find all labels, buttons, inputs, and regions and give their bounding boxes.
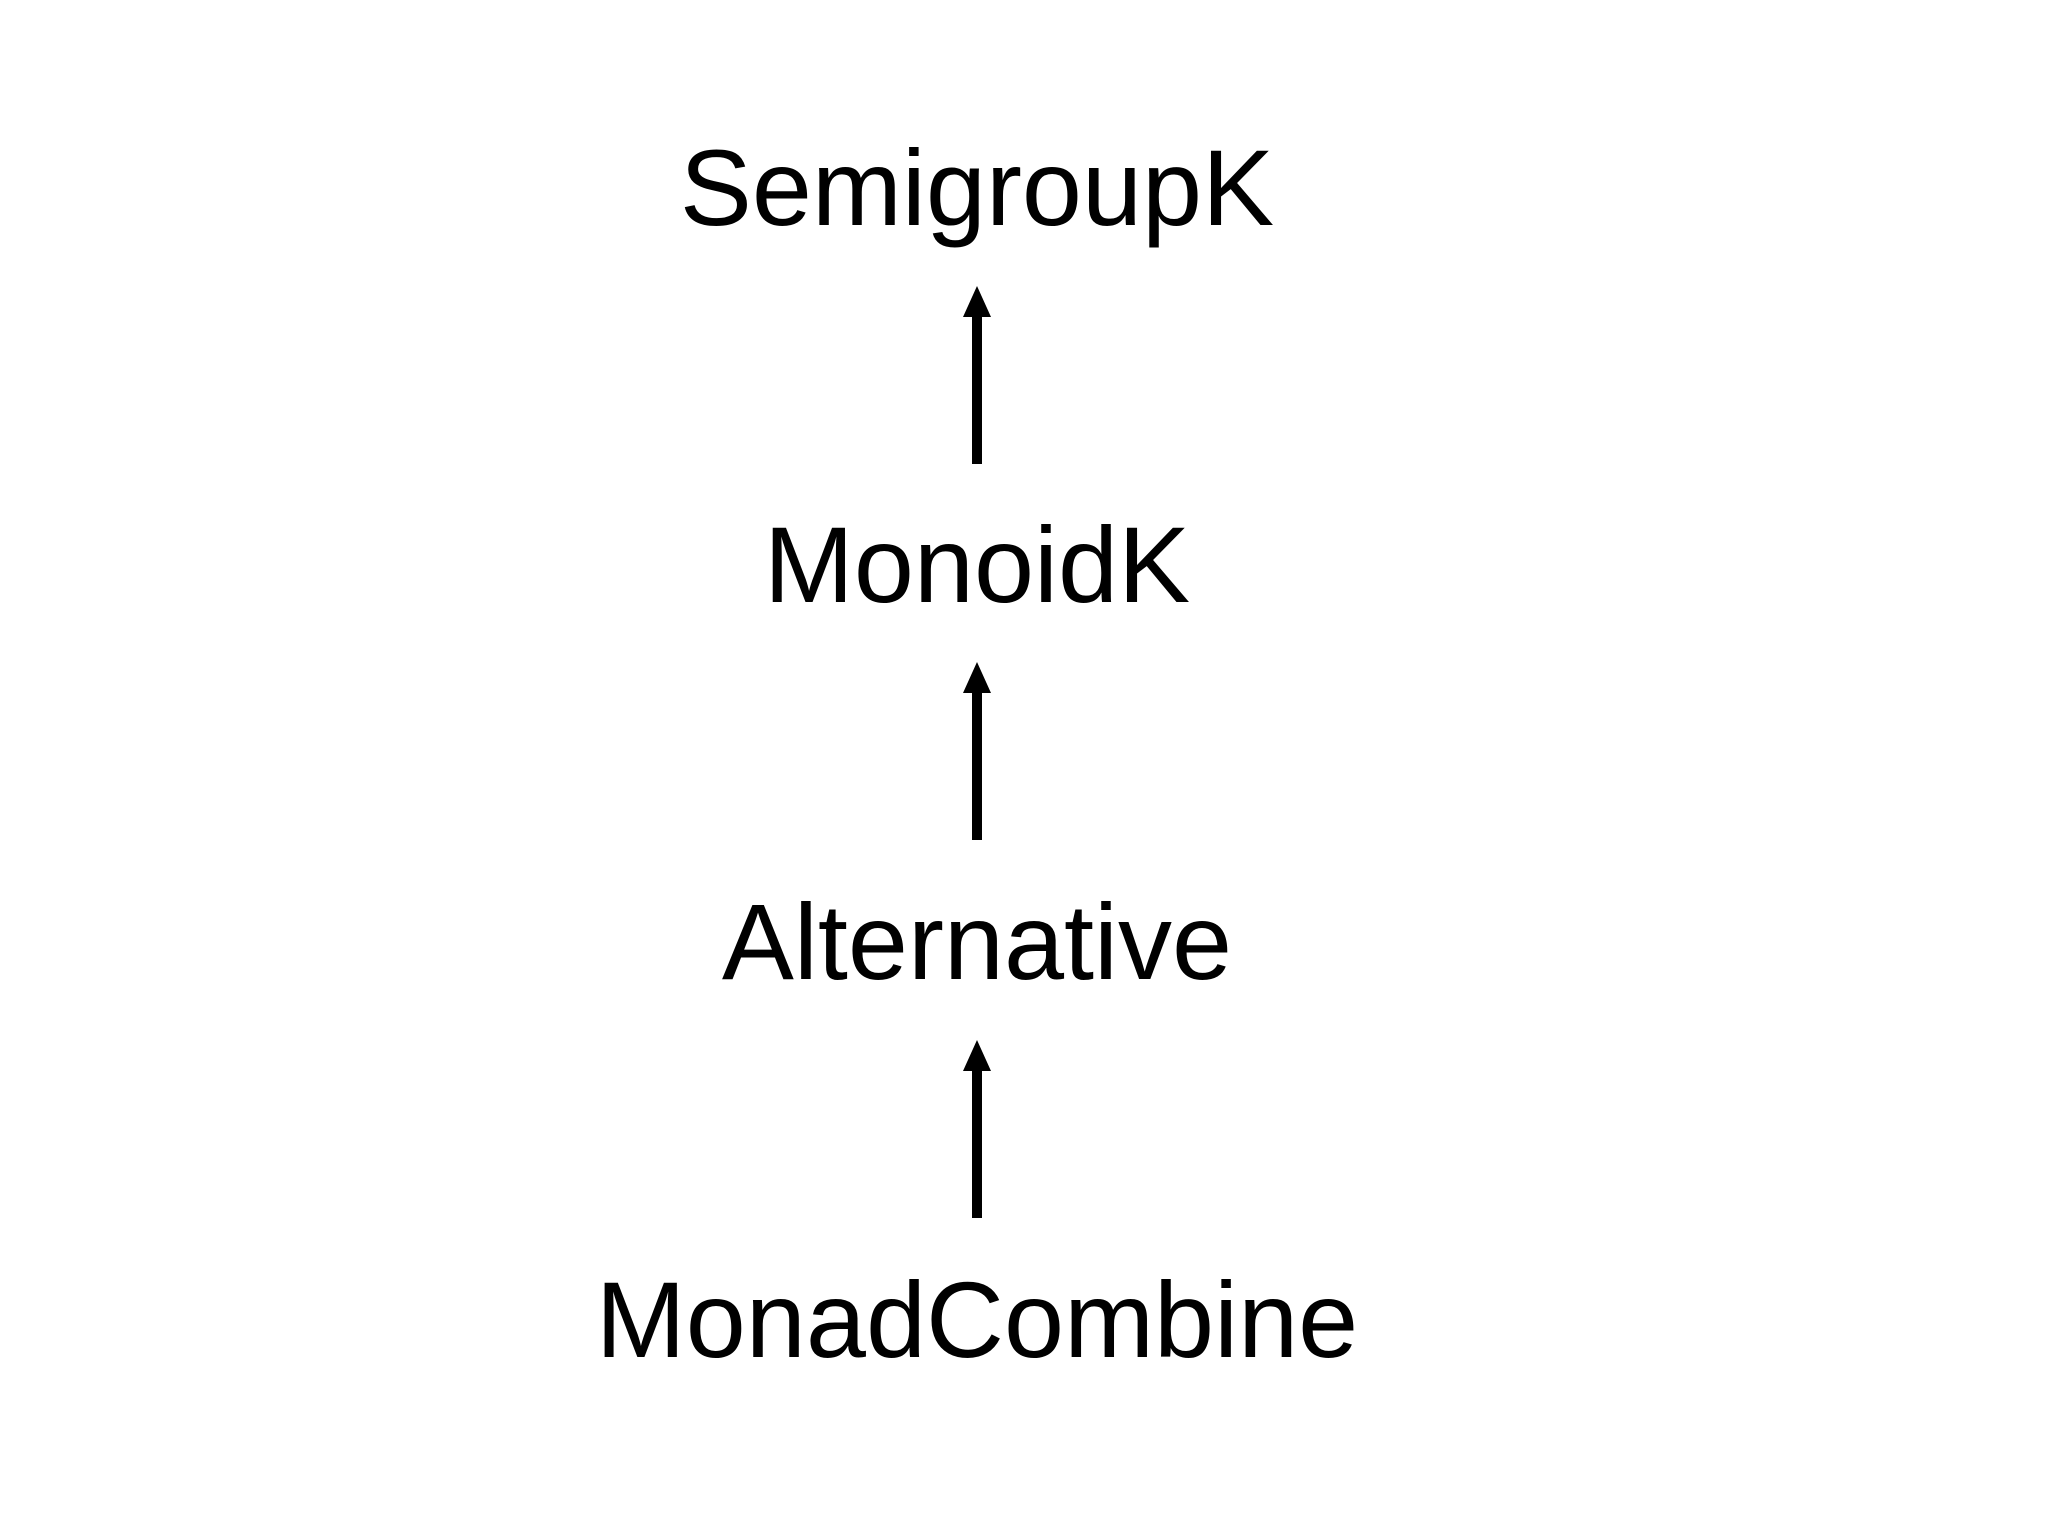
- node-monoidk: MonoidK: [763, 504, 1191, 625]
- node-semigroupk: SemigroupK: [679, 127, 1275, 248]
- arrowhead-up-icon: [963, 286, 991, 317]
- arrowhead-up-icon: [963, 662, 991, 693]
- edge-monoidk-to-semigroupk: [963, 286, 991, 464]
- arrowhead-up-icon: [963, 1040, 991, 1071]
- edge-alternative-to-monoidk: [963, 662, 991, 840]
- node-alternative: Alternative: [721, 881, 1233, 1002]
- node-monadcombine: MonadCombine: [595, 1259, 1359, 1380]
- edge-monadcombine-to-alternative: [963, 1040, 991, 1218]
